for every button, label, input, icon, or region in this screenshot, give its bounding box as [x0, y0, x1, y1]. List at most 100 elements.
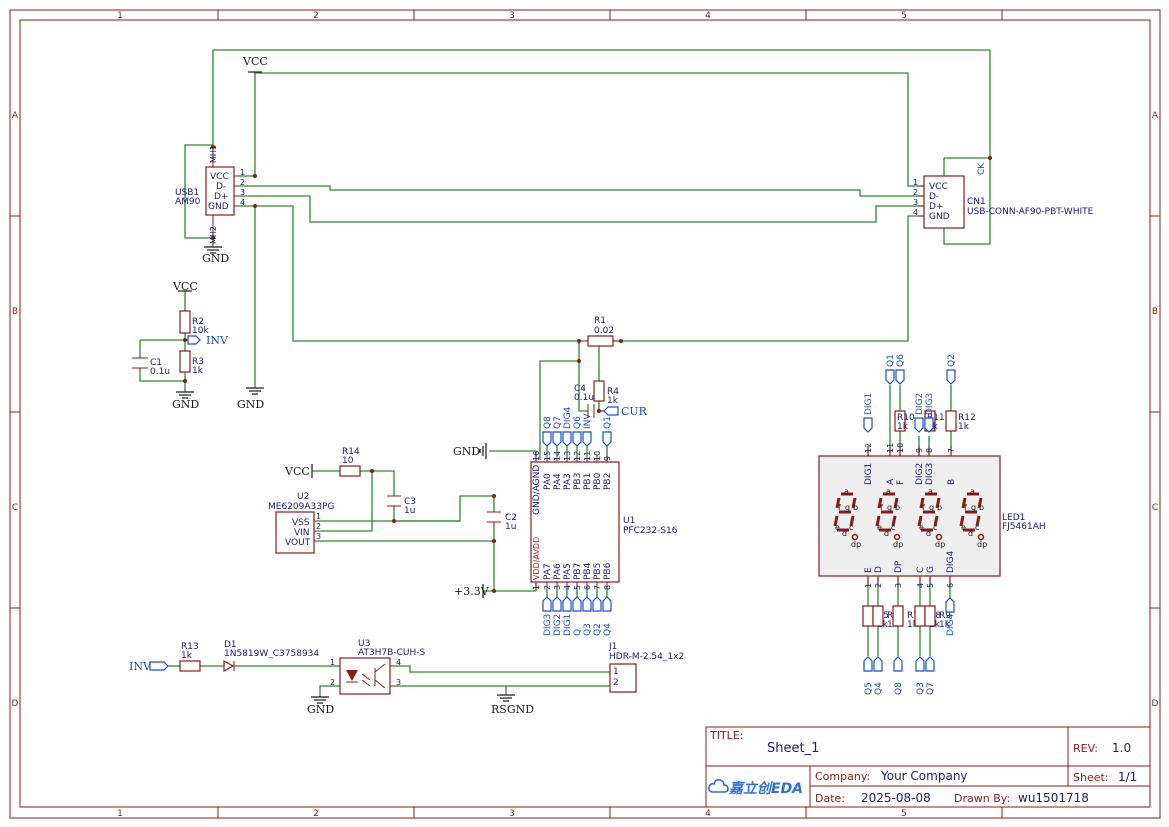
cn1-connector[interactable]: VCC D- D+ GND 1 2 3 4 CN1 USB-CONN-AF90-…	[913, 162, 1094, 229]
rev-value: 1.0	[1112, 741, 1131, 755]
r1-ref: R1	[594, 316, 606, 326]
c1-capacitor[interactable]: C1 0.1u	[132, 357, 170, 377]
r2-ref: R2	[192, 317, 204, 327]
r4-resistor[interactable]: R4 1k	[593, 380, 619, 406]
zone-col-2-bottom: 2	[313, 809, 319, 819]
led1-seg-label: e	[961, 523, 966, 532]
usb1-connector[interactable]: VCC D- D+ GND 1 2 3 4 USB1 AM90 MH1 MH2	[175, 145, 245, 244]
drawn-label: Drawn By:	[954, 792, 1010, 805]
u1-bot-pin-num: 7	[593, 585, 602, 590]
c1-value: 0.1u	[150, 367, 170, 377]
r2-resistor[interactable]: R2 10k	[179, 310, 209, 336]
r14-resistor[interactable]: R14 10	[339, 447, 361, 477]
led1-seg-label: f	[922, 503, 925, 512]
zone-row-c: C	[12, 503, 18, 513]
c2-capacitor[interactable]: C2 1u	[487, 511, 517, 532]
led1-seg-label: b	[979, 503, 984, 512]
led1-segment	[919, 497, 925, 509]
u2-regulator[interactable]: VSS VIN VOUT 1 2 3 U2 ME6209A33PG	[268, 492, 334, 554]
led-bot-resistor[interactable]	[914, 605, 926, 627]
led1-seg-label: a	[886, 487, 891, 496]
u1-bot-net-flag	[542, 596, 552, 612]
led1-seg-label: a	[928, 487, 933, 496]
zone-row-a-right: A	[1152, 111, 1159, 121]
c4-capacitor[interactable]: C4 0.1u	[574, 384, 595, 418]
inv-net-flag-r2: INV	[187, 334, 229, 347]
led1-seg-label: d	[842, 529, 847, 538]
r14-ref: R14	[342, 447, 360, 457]
u1-top-pin-label: PA3	[563, 473, 573, 490]
u3-value: AT3H7B-CUH-S	[358, 648, 425, 658]
u1-bot-pin-num: 5	[573, 585, 582, 590]
led1-dp-dot	[935, 533, 943, 541]
u3-optocoupler[interactable]: 1 2 3 4 U3 AT3H7B-CUH-S	[330, 639, 425, 695]
led-bot-resistor[interactable]	[924, 605, 936, 627]
u1-bot-net-label: DIG1	[563, 614, 573, 636]
led-bot-net-label: DIG4	[946, 613, 956, 636]
led-bot-resistor[interactable]	[892, 605, 904, 627]
u1-mcu[interactable]: U1 PFC232-S16	[530, 461, 678, 583]
led1-top-pin-num: 7	[947, 448, 956, 453]
led1-bot-pin-num: 2	[874, 583, 883, 588]
u1-top-net-label: Q7	[553, 416, 563, 429]
u1-bot-pin-label: PB5	[593, 563, 603, 580]
zone-col-5: 5	[901, 11, 907, 21]
r3-resistor[interactable]: R3 1k	[179, 350, 204, 376]
led1-seg-label: a	[970, 487, 975, 496]
led-top-resistor[interactable]	[894, 410, 906, 432]
cn1-num-3: 3	[913, 198, 918, 207]
usb1-num-4: 4	[240, 198, 245, 207]
led-top-net-label: Q1	[886, 354, 896, 367]
j1-num-1: 1	[613, 667, 619, 677]
d1-ref: D1	[224, 640, 237, 650]
led1-dp-dot	[893, 533, 901, 541]
zone-col-5-bottom: 5	[901, 809, 907, 819]
led1-top-pin-num: 8	[925, 448, 934, 453]
led1-seg-label: g	[845, 503, 850, 512]
led-top-net-flag	[895, 369, 905, 385]
led-bot-net-flag	[945, 597, 955, 613]
u1-top-pin-num: 13	[563, 451, 572, 461]
usb1-num-1: 1	[240, 168, 245, 177]
led1-segment	[917, 515, 923, 527]
u1-top-net-label: DIG4	[563, 406, 573, 429]
led-bot-net-label: Q3	[916, 682, 926, 695]
led1-ref: LED1	[1002, 513, 1025, 523]
zone-col-2: 2	[313, 11, 319, 21]
u1-top-pin-num: 11	[583, 451, 592, 461]
u2-value: ME6209A33PG	[268, 502, 334, 512]
gnd-label-usb: GND	[202, 252, 229, 265]
d1-diode[interactable]: D1 1N5819W_C3758934	[223, 640, 319, 673]
usb1-mh1: MH1	[209, 145, 218, 163]
led-top-net-label: DIG2	[915, 393, 925, 415]
j1-header[interactable]: 1 2 J1 HDR-M-2.54_1x2	[608, 642, 684, 693]
led-bot-resistor[interactable]	[862, 605, 874, 627]
led1-bot-pin-num: 4	[916, 583, 925, 588]
led1-bot-pin-label: D	[874, 566, 884, 573]
u1-ref: U1	[623, 516, 635, 526]
c3-capacitor[interactable]: C3 1u	[387, 495, 416, 516]
led-bot-resistor[interactable]	[872, 605, 884, 627]
led1-seg-label: c	[975, 523, 979, 532]
led1-display[interactable]: LED1 FJ5461AH	[818, 455, 1046, 577]
led1-dp-dot	[977, 533, 985, 541]
r13-resistor[interactable]: R13 1k	[179, 642, 201, 672]
c1-ref: C1	[150, 358, 162, 368]
drawn-value: wu1501718	[1018, 791, 1089, 805]
u1-bot-pin-label: VDD/AVDD	[532, 537, 541, 580]
u1-top-net-flag	[552, 431, 562, 447]
led-top-net-flag	[924, 417, 934, 433]
sheet-title: Sheet_1	[767, 741, 819, 756]
led-top-resistor[interactable]	[945, 410, 957, 432]
usb1-mh2: MH2	[209, 226, 218, 244]
u1-top-net-flag	[542, 431, 552, 447]
cn1-ck: CK	[977, 162, 987, 175]
gnd-label-u1: GND	[453, 445, 480, 458]
r1-resistor[interactable]: R1 0.02	[587, 316, 614, 347]
zone-row-d: D	[12, 699, 19, 709]
junctions	[183, 145, 992, 593]
led-top-net-flag	[863, 417, 873, 433]
inv-net-label-r2: INV	[206, 334, 229, 347]
u2-ref: U2	[297, 492, 309, 502]
c3-value: 1u	[404, 506, 415, 516]
